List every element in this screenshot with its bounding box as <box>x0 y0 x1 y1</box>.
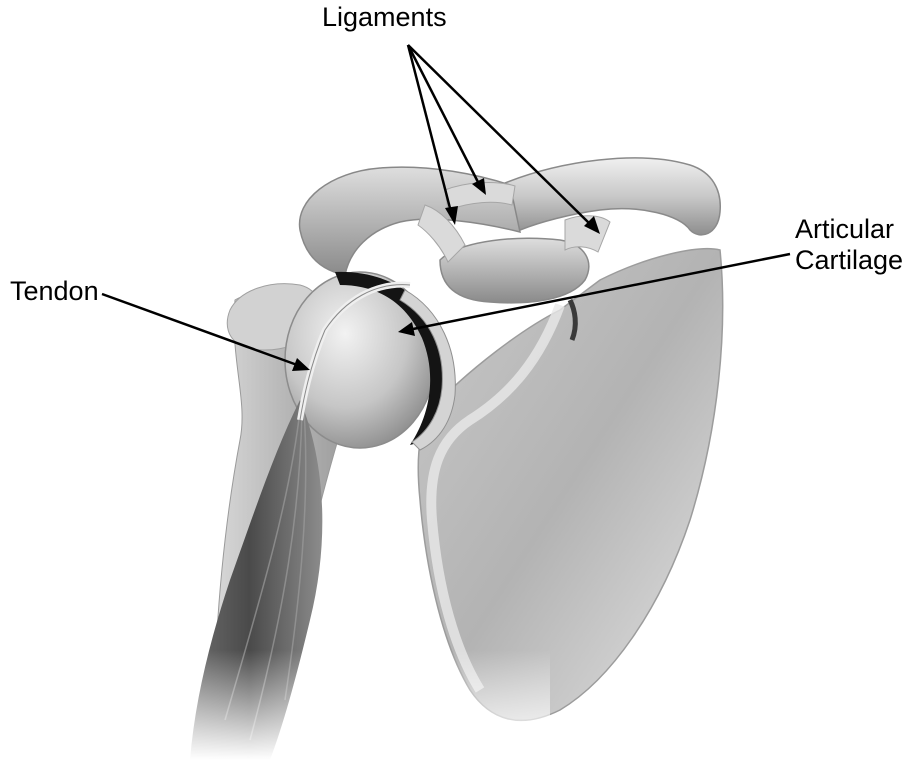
ligaments-label: Ligaments <box>322 2 447 33</box>
tendon-label: Tendon <box>10 276 99 307</box>
articular-cartilage-label-line2: Cartilage <box>795 245 903 276</box>
articular-cartilage-label-line1: Articular <box>795 214 903 245</box>
ligament-arrow-middle <box>408 45 480 186</box>
articular-cartilage-label: Articular Cartilage <box>795 214 903 276</box>
bottom-fade <box>150 650 550 760</box>
